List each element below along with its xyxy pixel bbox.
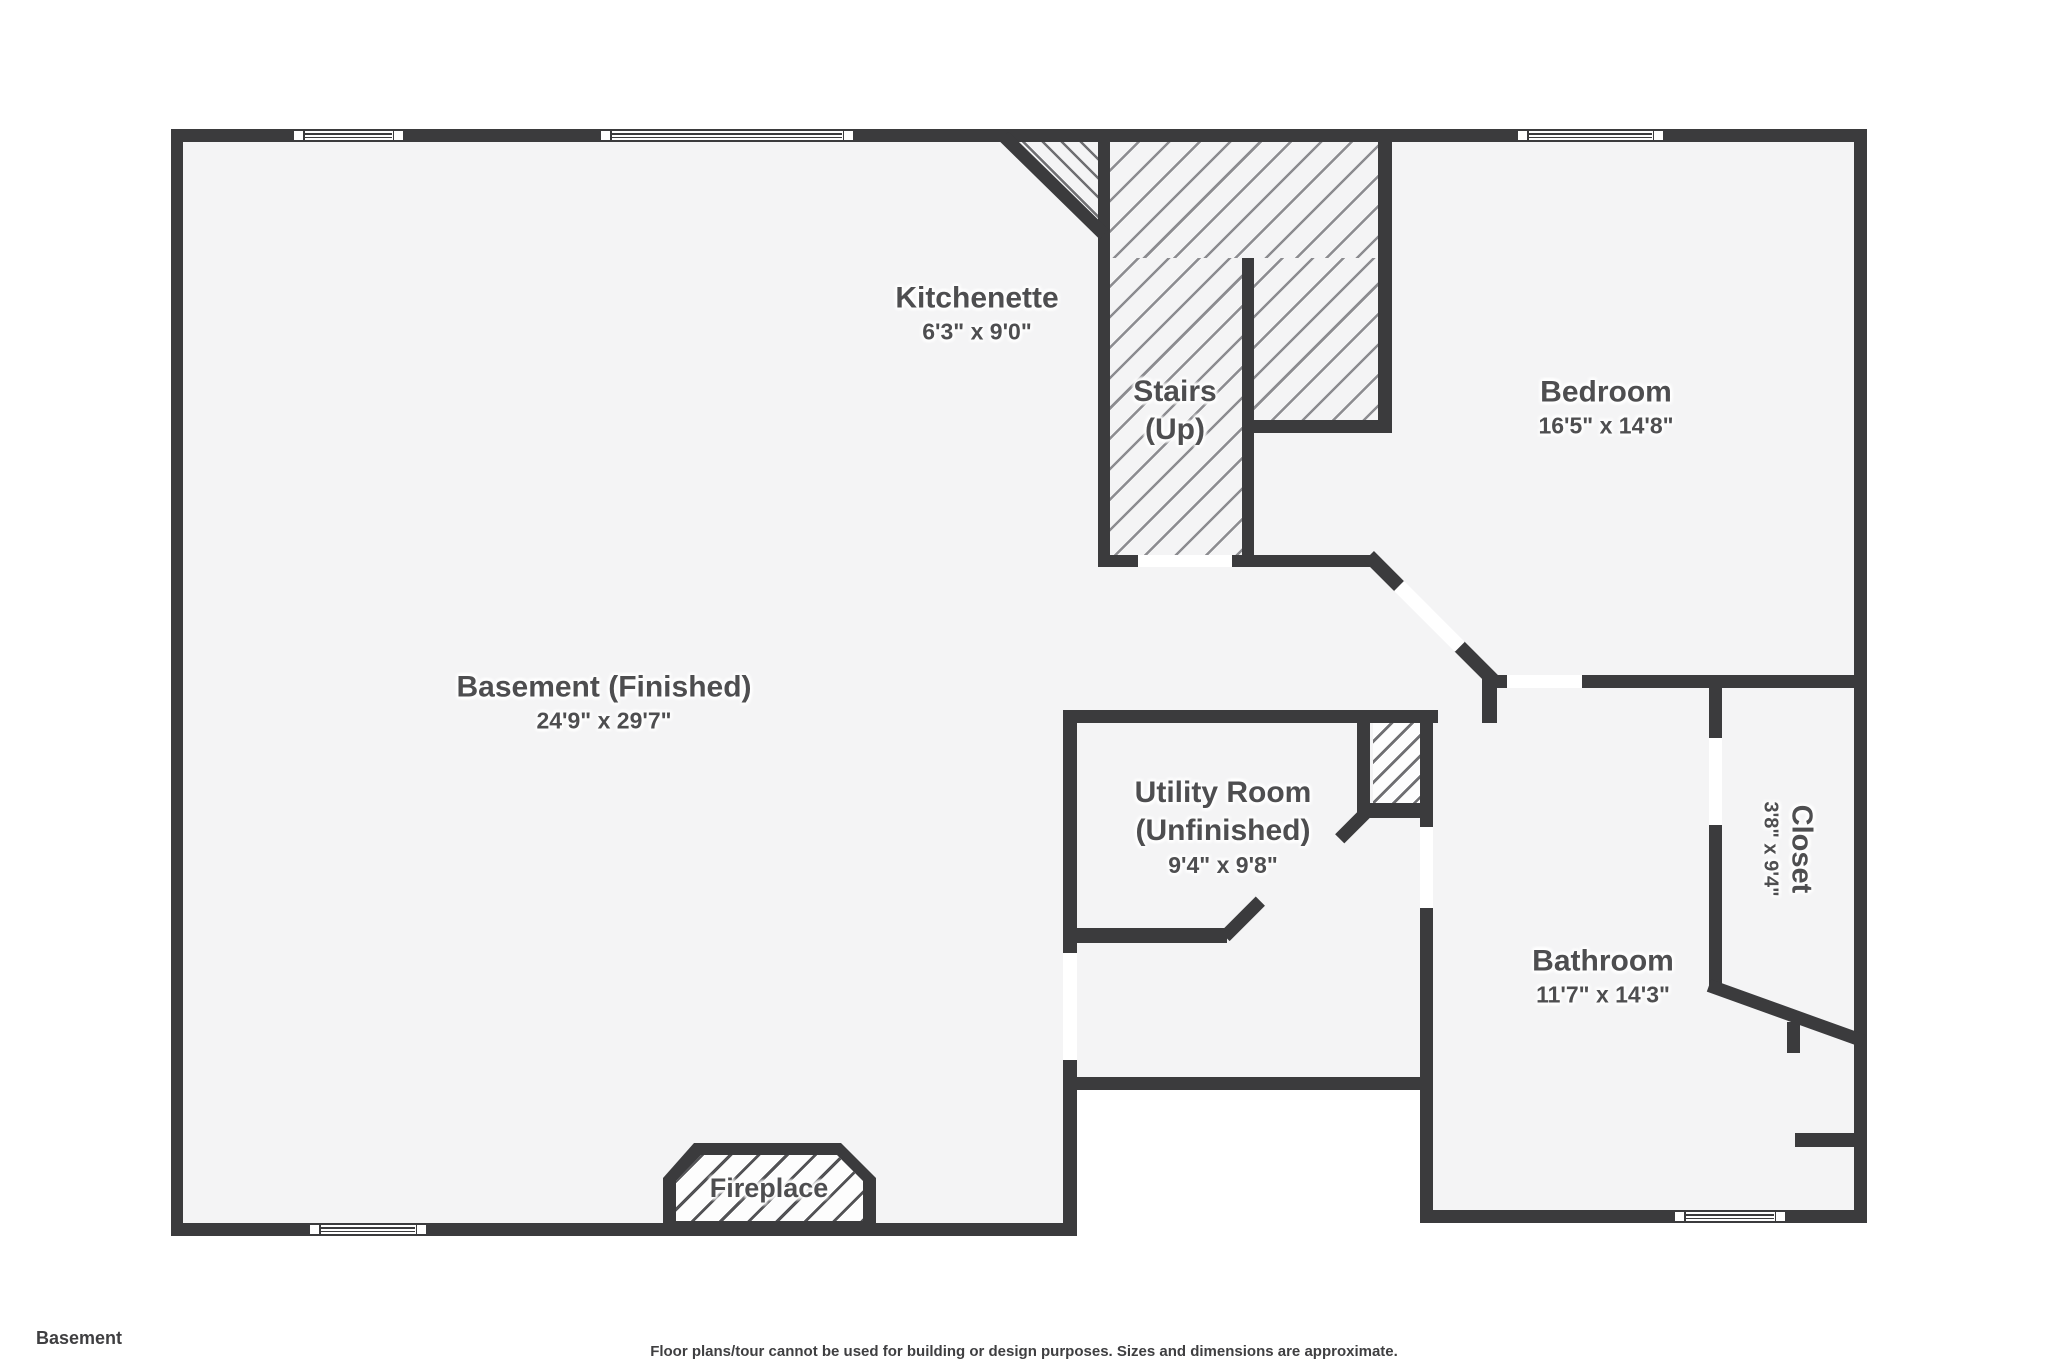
window [308,1223,428,1236]
room-label-utility: Utility Room (Unfinished) 9'4" x 9'8" [1135,774,1312,880]
utility-inner-wall [1063,928,1227,943]
bedroom-wall-left [1378,142,1392,433]
stairs-door-opening [1138,555,1232,567]
outer-wall-right [1854,129,1867,1223]
outer-wall-top [171,129,1867,142]
bathroom-nook-stub-wall [1795,1133,1854,1147]
utility-wall-top [1063,710,1438,723]
stairs-wall-left [1098,142,1110,567]
room-name: Fireplace [709,1173,829,1203]
room-label-bathroom: Bathroom 11'7" x 14'3" [1532,943,1674,1010]
room-name: Basement (Finished) [456,670,752,704]
room-label-stairs: Stairs (Up) [1133,373,1216,449]
stairs-hatch-right-run [1254,258,1378,420]
floor-bathroom [1420,675,1867,1223]
floor-main [171,129,1077,1236]
stairs-landing-wall [1254,420,1392,433]
window [599,129,855,142]
fireplace-hatch [676,1155,863,1221]
room-qualifier: (Up) [1145,413,1205,446]
room-dimensions: 16'5" x 14'8" [1538,412,1674,439]
window [1516,129,1665,142]
room-name: Bathroom [1532,944,1674,978]
stairs-wall-middle [1242,258,1254,567]
bathroom-door-opening-left [1420,827,1433,908]
room-dimensions: 6'3" x 9'0" [922,318,1032,345]
disclaimer-text: Floor plans/tour cannot be used for buil… [650,1343,1398,1360]
outer-wall-left [171,129,183,1236]
floor-utility [1063,567,1433,1090]
outer-wall-bottom-bath [1420,1210,1867,1223]
doorway-stub-wall [1482,677,1497,723]
room-name: Bedroom [1540,375,1672,409]
chase-hatch [1373,723,1420,803]
room-name: Kitchenette [895,281,1059,315]
closet-door-opening [1709,738,1722,825]
room-dimensions: 24'9" x 29'7" [536,707,672,734]
outer-wall-bottom-main [171,1223,1077,1236]
bathroom-wall-left [1420,710,1433,1223]
window [1673,1210,1787,1223]
stairs-hatch-left-run [1110,258,1242,555]
room-label-fireplace: Fireplace [710,1173,829,1203]
window [292,129,405,142]
room-label-basement: Basement (Finished) 24'9" x 29'7" [456,669,751,736]
room-dimensions: 3'8" x 9'4" [1759,801,1782,897]
utility-wall-bottom [1063,1077,1433,1090]
room-label-bedroom: Bedroom 16'5" x 14'8" [1538,374,1673,441]
closet-wall-left [1709,688,1722,990]
utility-door-opening-left [1063,953,1077,1060]
room-label-kitchenette: Kitchenette 6'3" x 9'0" [895,280,1058,347]
chase-wall-bottom [1357,803,1433,818]
stairs-hatch-top [1110,142,1378,258]
room-label-closet: Closet 3'8" x 9'4" [1757,801,1820,896]
room-name: Closet [1785,804,1818,894]
room-name: Stairs [1133,375,1217,408]
floor-level-label: Basement [36,1328,123,1348]
room-dimensions: 9'4" x 9'8" [1168,852,1278,878]
room-qualifier: (Unfinished) [1135,814,1311,847]
bathroom-door-opening-top [1507,675,1582,688]
closet-stub-wall [1787,1022,1800,1053]
room-name: Utility Room [1134,776,1312,809]
room-dimensions: 11'7" x 14'3" [1536,981,1670,1008]
chase-wall-left [1357,723,1370,817]
